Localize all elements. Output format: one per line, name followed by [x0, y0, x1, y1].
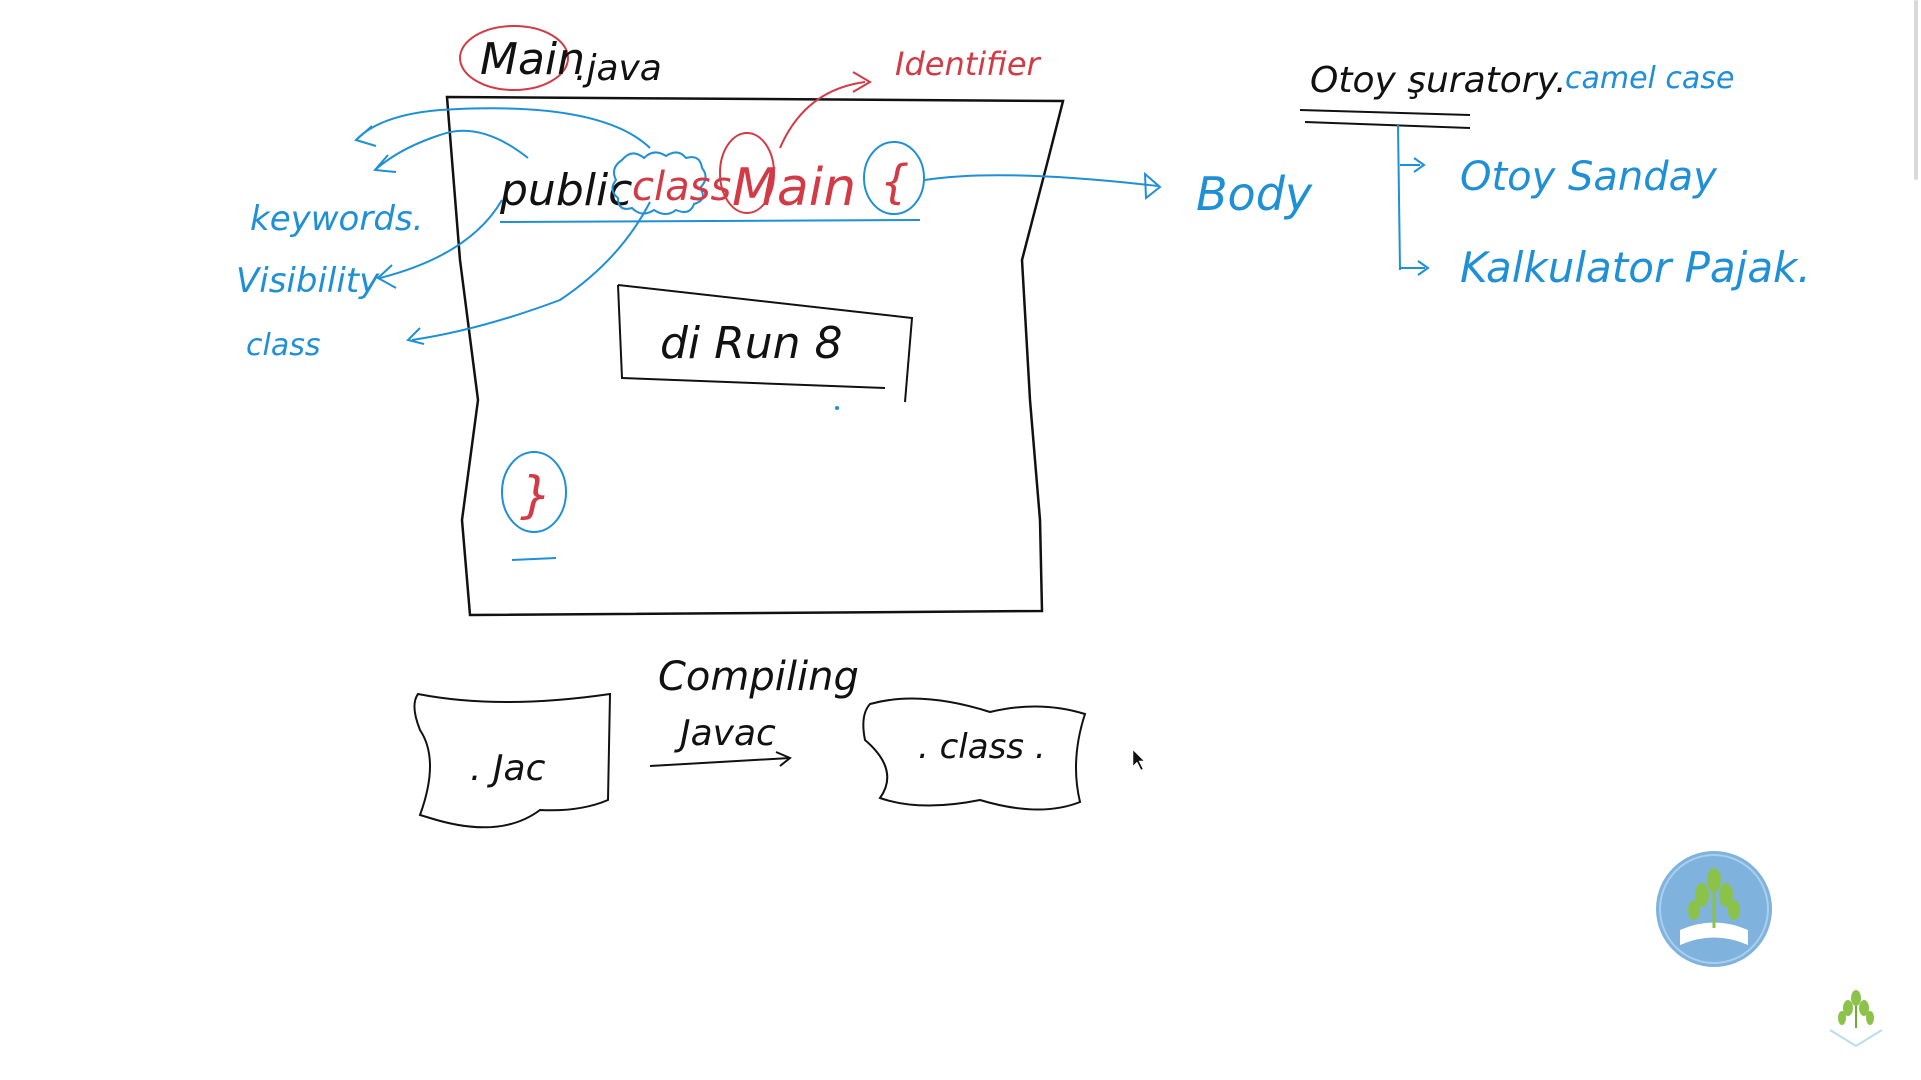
javac-label: Javac	[674, 713, 776, 754]
keywords-arrow-1	[355, 107, 651, 149]
class-arrowhead	[406, 327, 425, 345]
sprout-icon	[1829, 990, 1883, 1048]
class-file-box	[862, 697, 1087, 811]
filename-ext: .java	[575, 48, 662, 89]
visibility-arrowhead	[376, 264, 397, 289]
javac-arrowhead	[775, 751, 792, 767]
class-keyword: class	[632, 164, 731, 210]
keywords-arrowhead-2	[372, 154, 397, 173]
statement-box	[617, 284, 914, 403]
keywords-arrowhead-1	[353, 125, 377, 147]
camel-case-label: camel case	[1565, 61, 1734, 96]
open-brace-circle	[863, 141, 925, 215]
close-brace-circle	[501, 451, 567, 533]
class-arrow	[411, 201, 651, 341]
close-brace-underline	[511, 557, 557, 561]
class-label: class	[246, 328, 320, 363]
identifier-arrowhead	[852, 71, 872, 93]
visibility-label: Visibility	[236, 261, 380, 301]
main-identifier-circle	[719, 132, 775, 214]
main-identifier: Main	[732, 158, 856, 218]
body-arrow	[924, 174, 1159, 187]
naming-underline	[1299, 109, 1471, 129]
body-arrowhead	[1143, 171, 1162, 200]
sprout-book-icon	[1656, 851, 1772, 967]
javac-arrow	[649, 757, 791, 767]
public-keyword: public	[499, 165, 632, 216]
body-label: Body	[1196, 167, 1313, 221]
class-cloud-highlight	[611, 151, 707, 215]
naming-tree-arrowhead-1	[1413, 157, 1426, 173]
statement-dot	[835, 406, 839, 410]
class-file-label: . class .	[918, 727, 1046, 767]
statement-text: di Run 8	[660, 318, 842, 369]
java-file-box	[413, 692, 612, 829]
declaration-underline	[499, 219, 921, 223]
visibility-arrow	[379, 199, 503, 279]
keywords-arrow-2	[374, 129, 529, 171]
naming-title: Otoy şuratory.	[1310, 60, 1567, 101]
naming-tree	[1397, 124, 1425, 271]
naming-tree-arrowhead-2	[1417, 260, 1430, 276]
keywords-label: keywords.	[250, 199, 423, 239]
class-box	[445, 95, 1065, 617]
scrollbar-thumb[interactable]	[1914, 0, 1918, 180]
mouse-cursor-icon	[1132, 749, 1145, 771]
main-filename-circle	[459, 25, 569, 91]
naming-item-2: Kalkulator Pajak.	[1460, 243, 1811, 292]
vertical-scrollbar[interactable]	[1909, 0, 1921, 1080]
identifier-arrow	[779, 81, 866, 149]
identifier-label: Identifier	[895, 45, 1042, 83]
open-brace: {	[880, 155, 909, 209]
close-brace: }	[520, 466, 552, 524]
filename-name: Main	[480, 34, 585, 85]
java-file-label: . Jac	[470, 748, 546, 789]
compiling-label: Compiling	[658, 654, 859, 700]
naming-item-1: Otoy Sanday	[1460, 154, 1718, 200]
